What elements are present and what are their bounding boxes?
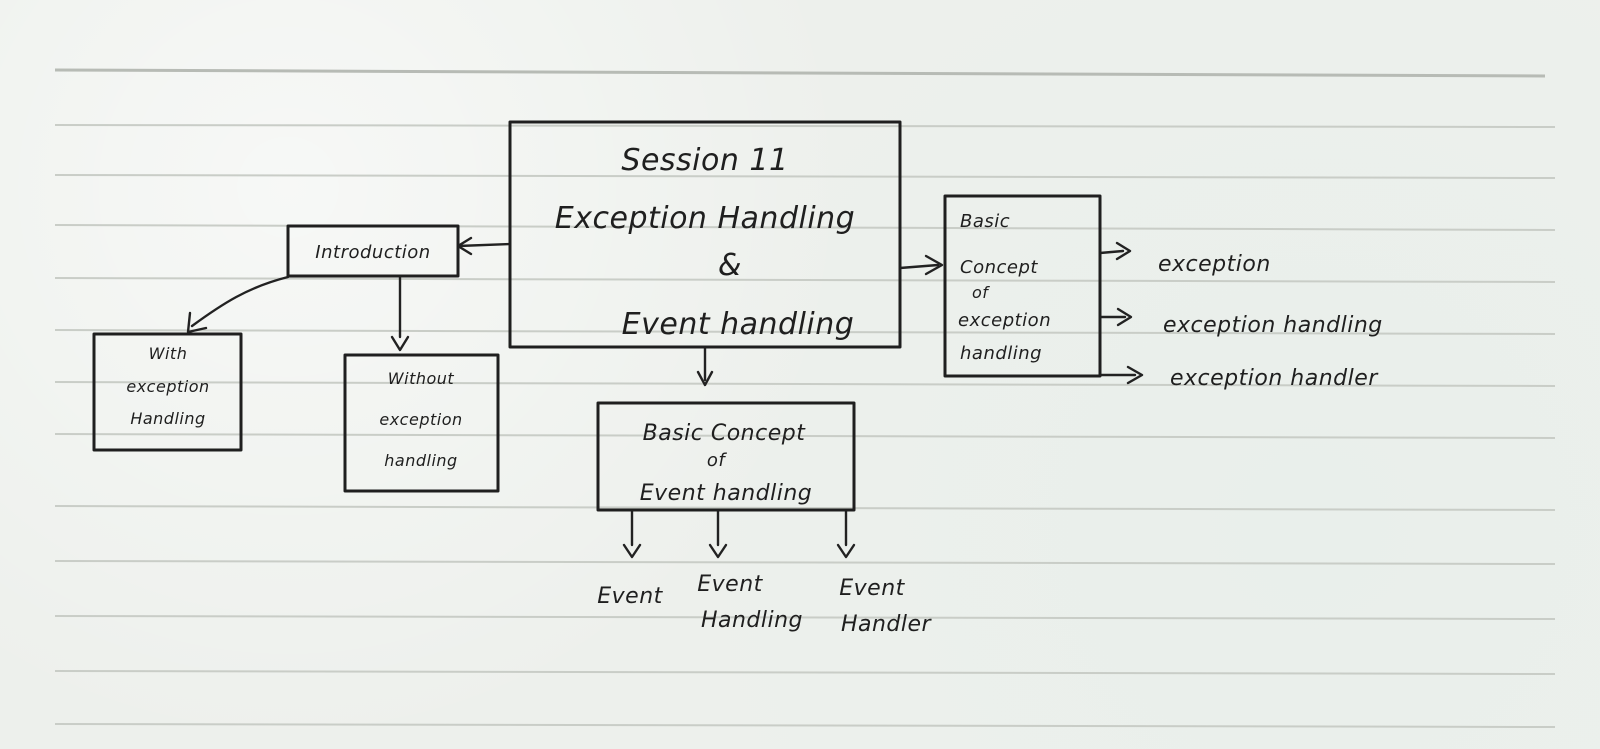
central-title-line-2: Exception Handling xyxy=(555,201,855,236)
arrow-head-icon xyxy=(708,543,728,559)
exception-concept-line-3: of xyxy=(972,283,990,302)
without-exception-line-1: Without xyxy=(388,369,455,388)
event-child-3-line-2: Handler xyxy=(841,612,933,637)
labels: Session 11 Exception Handling & Event ha… xyxy=(126,143,1382,637)
event-child-2-line-2: Handling xyxy=(701,608,803,633)
introduction-to-with-line xyxy=(190,275,290,328)
exception-child-1: exception xyxy=(1158,252,1271,277)
central-to-exception-line xyxy=(898,263,940,270)
notebook-rule xyxy=(54,329,1556,335)
arrow-head-icon xyxy=(390,335,410,352)
notebook-rule xyxy=(54,277,1556,283)
arrow-head-icon xyxy=(836,543,856,559)
introduction-box xyxy=(286,224,460,278)
ruled-lines xyxy=(54,68,1556,728)
event-concept-box xyxy=(596,401,856,512)
notebook-rule xyxy=(54,723,1556,728)
event-concept-line-2: of xyxy=(707,450,728,471)
introduction-label: Introduction xyxy=(315,242,430,263)
central-title-line-1: Session 11 xyxy=(621,143,788,178)
event-concept-line-1: Basic Concept xyxy=(643,421,807,446)
notebook-rule xyxy=(54,615,1556,620)
exception-concept-line-5: handling xyxy=(960,343,1042,364)
without-exception-box xyxy=(343,353,500,493)
arrow-head-icon xyxy=(696,370,714,387)
notebook-rule xyxy=(54,433,1556,439)
with-exception-line-2: exception xyxy=(126,377,209,396)
exception-concept-line-4: exception xyxy=(958,310,1051,331)
exception-concept-line-2: Concept xyxy=(960,257,1038,278)
event-child-2-line-1: Event xyxy=(697,572,763,597)
with-exception-line-3: Handling xyxy=(130,409,205,428)
without-exception-line-3: handling xyxy=(384,451,457,470)
notebook-rule xyxy=(54,560,1556,565)
exception-concept-line-1: Basic xyxy=(960,211,1010,232)
arrow-head-icon xyxy=(1126,365,1144,385)
central-to-introduction-line xyxy=(456,242,512,248)
notebook-rule xyxy=(54,670,1556,675)
event-child-3-line-1: Event xyxy=(839,576,905,601)
notebook-rule xyxy=(54,124,1556,128)
arrow-head-icon xyxy=(924,254,944,276)
central-title-line-3: & xyxy=(718,248,742,283)
notebook-rule xyxy=(54,381,1556,387)
exception-child-3: exception handler xyxy=(1170,366,1379,391)
without-exception-line-2: exception xyxy=(379,410,462,429)
exception-concept-box xyxy=(943,194,1102,378)
notebook-top-rule xyxy=(54,68,1546,78)
boxes xyxy=(92,120,1102,512)
event-child-1-line-1: Event xyxy=(597,584,663,609)
arrow-head-icon xyxy=(1116,307,1133,327)
event-concept-line-3: Event handling xyxy=(640,481,812,506)
arrow-head-icon xyxy=(1115,241,1132,261)
exception-child-line-1 xyxy=(1098,249,1125,255)
arrow-head-icon xyxy=(186,311,208,334)
arrow-head-icon xyxy=(456,236,473,256)
notebook-rule xyxy=(54,505,1556,511)
connectors xyxy=(186,236,1144,559)
with-exception-line-1: With xyxy=(149,344,188,363)
central-title-line-4: Event handling xyxy=(622,307,855,342)
with-exception-box xyxy=(92,332,243,452)
central-topic-box xyxy=(508,120,902,349)
exception-child-2: exception handling xyxy=(1163,313,1383,338)
arrow-head-icon xyxy=(622,543,642,559)
notebook-rule xyxy=(54,174,1556,179)
